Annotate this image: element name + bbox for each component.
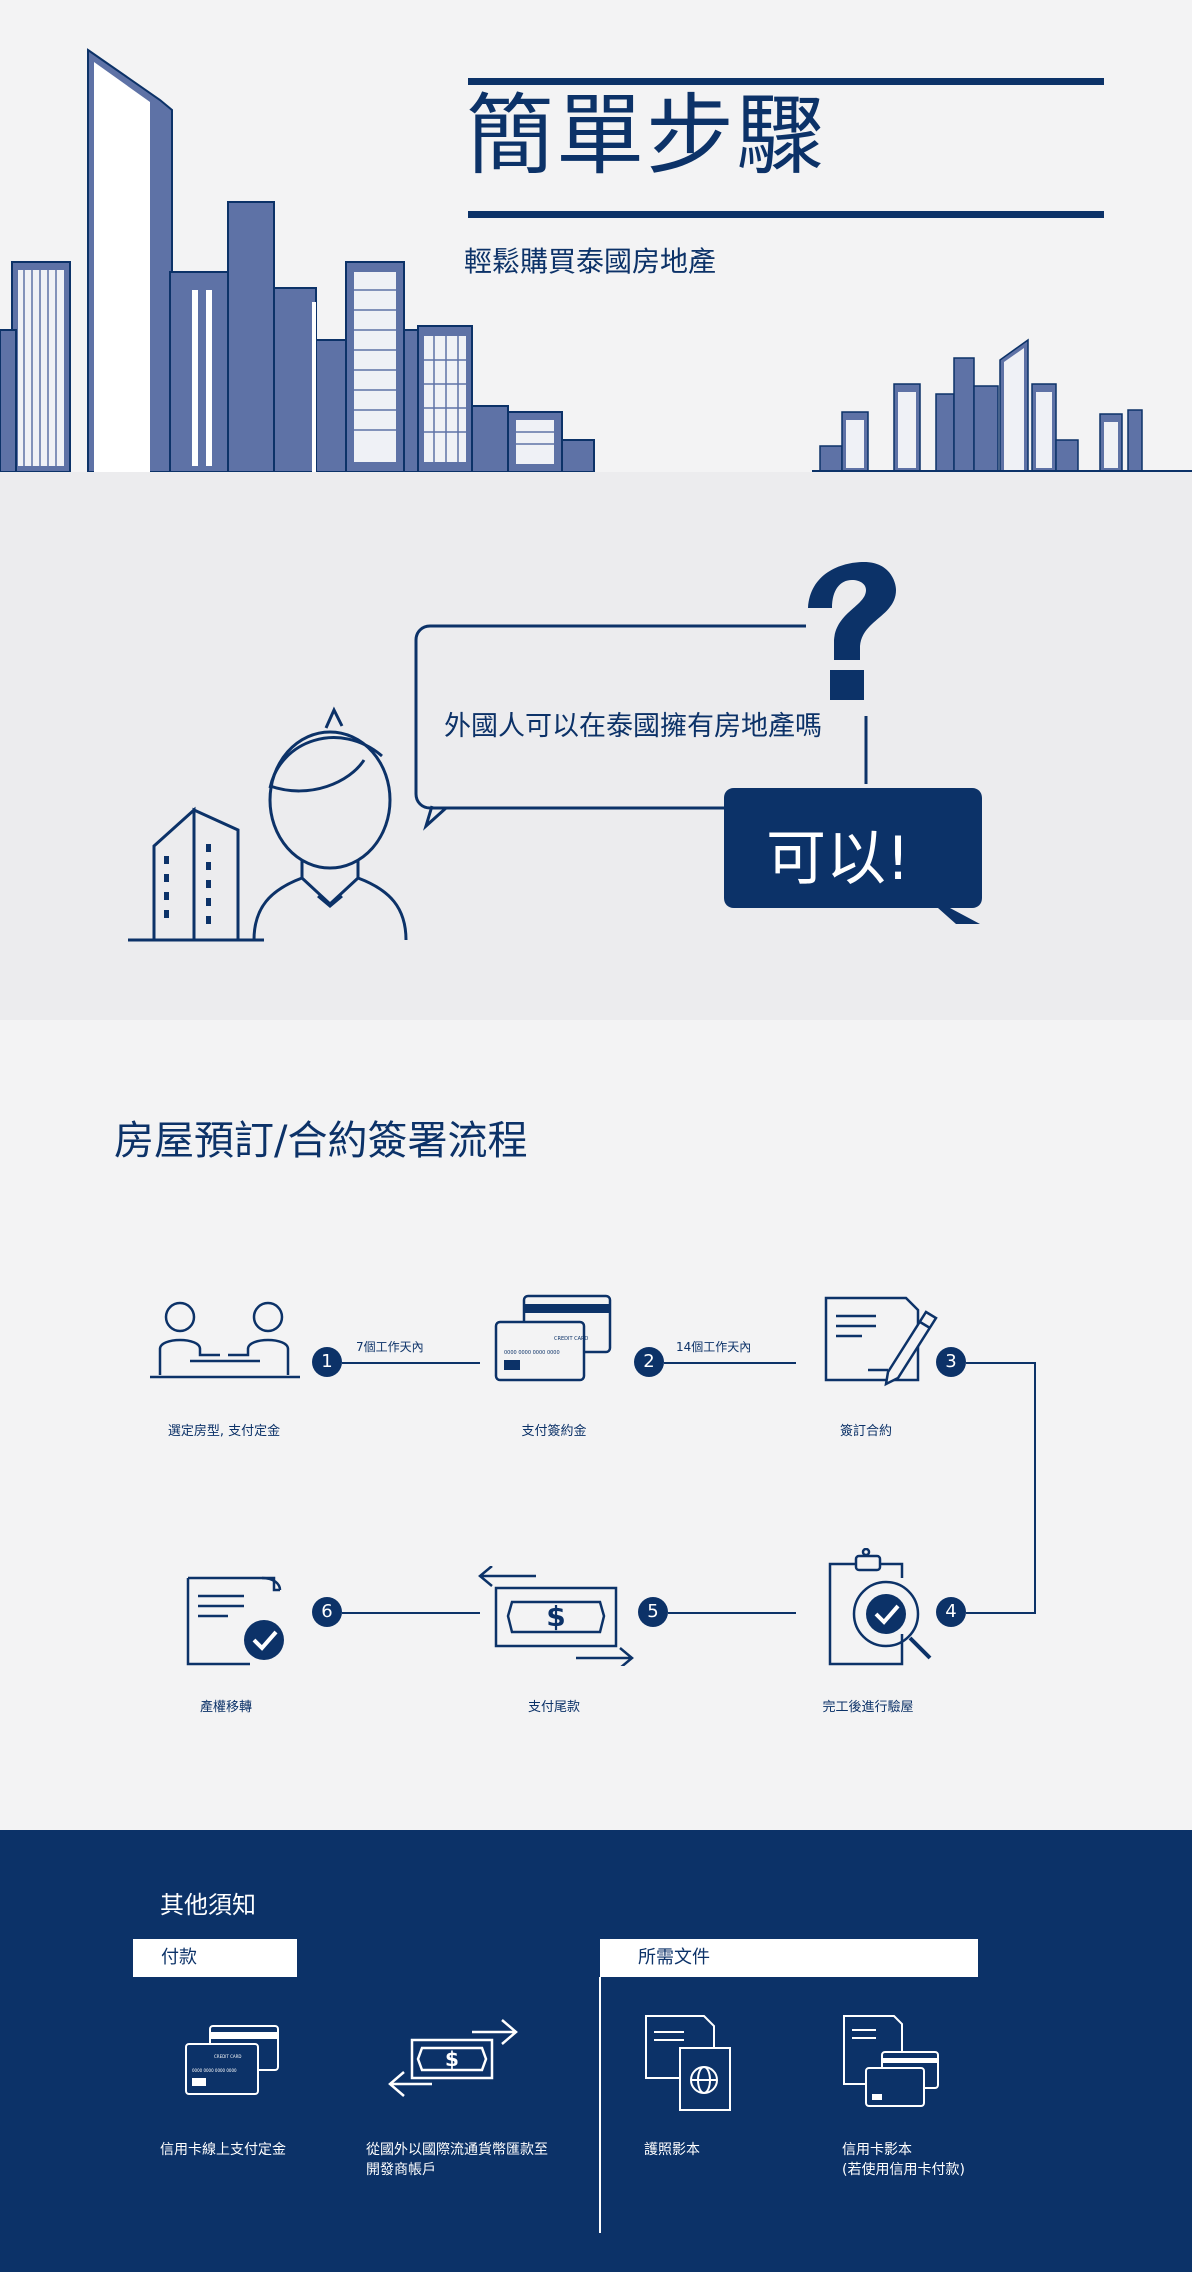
passport-icon <box>645 2015 731 2111</box>
step-number-6: 6 <box>312 1597 342 1627</box>
building-icon <box>128 806 264 942</box>
connector-5-6 <box>342 1612 480 1614</box>
document-check-icon <box>186 1576 284 1666</box>
city-skyline-right-illustration <box>812 338 1192 472</box>
city-skyline-left-illustration <box>0 48 595 472</box>
answer-bubble <box>724 788 982 924</box>
step-number-4: 4 <box>936 1597 966 1627</box>
speech-bubble <box>414 624 868 831</box>
note-label-transfer-line2: 開發商帳戶 <box>366 2162 436 2178</box>
person-icon <box>252 706 408 941</box>
money-transfer-icon: $ <box>478 1566 634 1666</box>
step-number-2: 2 <box>634 1347 664 1377</box>
note-label-card-copy-line2: (若使用信用卡付款) <box>842 2162 965 2178</box>
title-bottom-rule <box>468 211 1104 218</box>
step-label-5: 支付尾款 <box>527 1700 580 1715</box>
note-label-card-payment: 信用卡線上支付定金 <box>160 2142 286 2158</box>
step-number-5: 5 <box>638 1597 668 1627</box>
connector-4-5 <box>668 1612 796 1614</box>
page-subtitle: 輕鬆購買泰國房地產 <box>464 245 717 278</box>
note-label-passport: 護照影本 <box>644 2142 700 2158</box>
step-label-4: 完工後進行驗屋 <box>822 1700 914 1715</box>
hero-section: 簡單步驟 輕鬆購買泰國房地產 <box>0 0 1192 472</box>
notes-title: 其他須知 <box>160 1891 256 1919</box>
credit-card-icon: CREDIT CARD 0000 0000 0000 0000 <box>185 2025 279 2095</box>
card-text: CREDIT CARD <box>214 2054 241 2059</box>
connector-3-right <box>966 1362 1036 1364</box>
page-title: 簡單步驟 <box>466 84 827 187</box>
dollar-sign: $ <box>546 1600 565 1633</box>
duration-label-1: 7個工作天內 <box>356 1340 424 1354</box>
step-label-3: 簽訂合約 <box>839 1424 892 1439</box>
card-number: 0000 0000 0000 0000 <box>192 2068 237 2073</box>
question-illustration <box>128 562 982 942</box>
title-top-rule <box>468 78 1104 85</box>
step-label-2: 支付簽約金 <box>521 1424 587 1439</box>
note-label-transfer: 從國外以國際流通貨幣匯款至 <box>366 2142 548 2158</box>
process-title: 房屋預訂/合約簽署流程 <box>114 1118 528 1164</box>
credit-card-copy-icon <box>843 2015 939 2107</box>
card-number: 0000 0000 0000 0000 <box>504 1350 560 1356</box>
connector-3-4-vertical <box>1034 1362 1036 1614</box>
money-transfer-icon: $ <box>388 2019 518 2097</box>
notes-divider <box>599 1977 601 2233</box>
clipboard-check-icon <box>828 1548 932 1666</box>
dollar-sign: $ <box>445 2047 459 2071</box>
answer-text: 可以! <box>766 824 911 894</box>
credit-card-icon: CREDIT CARD 0000 0000 0000 0000 <box>494 1294 612 1382</box>
duration-label-2: 14個工作天內 <box>676 1340 752 1354</box>
step-number-3: 3 <box>936 1347 966 1377</box>
handshake-icon <box>150 1301 300 1379</box>
question-text: 外國人可以在泰國擁有房地產嗎 <box>444 711 822 742</box>
connector-2-3 <box>664 1362 796 1364</box>
step-label-6: 產權移轉 <box>199 1700 252 1715</box>
connector-1-2 <box>342 1362 480 1364</box>
documents-tab: 所需文件 <box>600 1939 978 1977</box>
question-mark-icon <box>808 562 896 700</box>
step-number-1: 1 <box>312 1347 342 1377</box>
process-section <box>0 1020 1192 1830</box>
connector-4-right <box>966 1612 1036 1614</box>
payment-tab: 付款 <box>133 1939 297 1977</box>
contract-pen-icon <box>824 1296 938 1387</box>
step-label-1: 選定房型, 支付定金 <box>167 1424 281 1439</box>
card-text: CREDIT CARD <box>554 1336 588 1342</box>
note-label-card-copy: 信用卡影本 <box>842 2142 912 2158</box>
question-section <box>0 472 1192 1020</box>
